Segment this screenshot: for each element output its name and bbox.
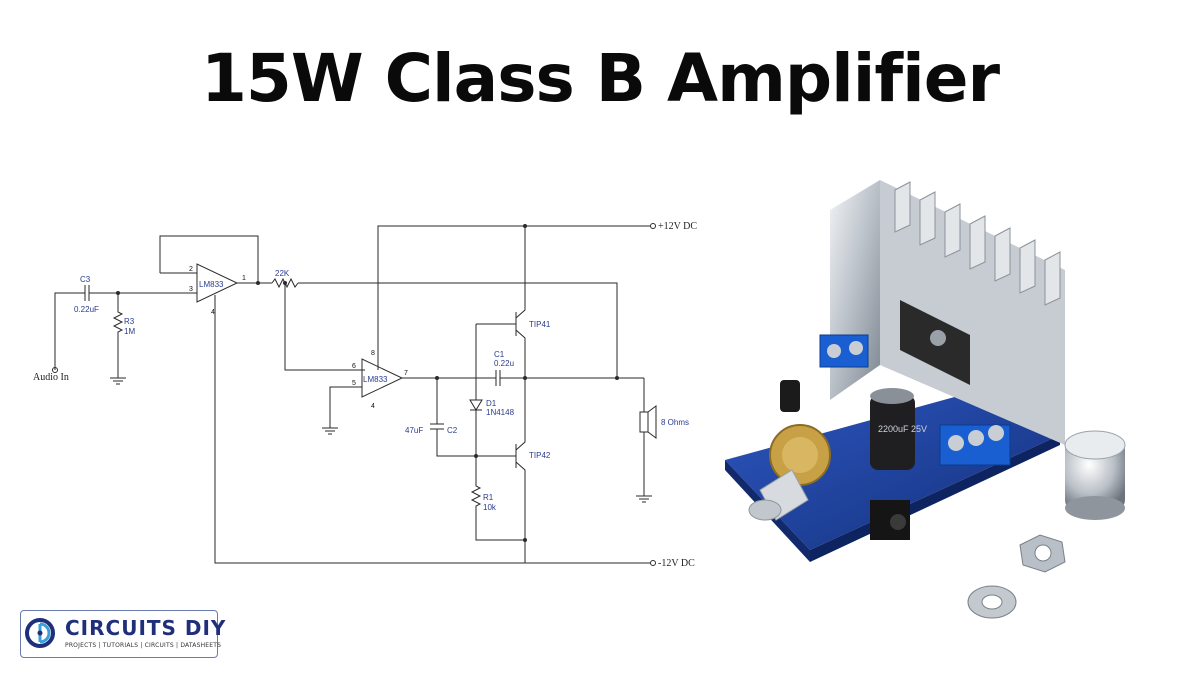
transistor-tip42-symbol [515,378,526,563]
positive-terminal [650,223,656,229]
washer-icon [967,585,1017,619]
q1-label: TIP41 [529,320,551,329]
pin-label: 7 [404,370,408,377]
c3-name: C3 [80,275,91,284]
capacitor-c2-symbol [430,378,476,457]
ground-symbol-1 [110,377,126,385]
negative-rail-label: -12V DC [658,558,695,569]
resistor-r3-symbol [112,293,124,378]
pin-label: 1 [242,275,246,282]
circuits-diy-logo[interactable]: CIRCUITS DIY PROJECTS | TUTORIALS | CIRC… [20,610,225,658]
ground-symbol-3 [636,495,652,503]
q2-label: TIP42 [529,451,551,460]
c3-value: 0.22uF [74,305,99,314]
pin-label: 5 [352,380,356,387]
potentiometer-icon [748,424,831,521]
circuits-diy-logo-icon [25,618,55,648]
nut-icon [1019,534,1066,573]
c2-value: 47uF [405,426,423,435]
r1-name: R1 [483,493,494,502]
opamp-2-label: LM833 [363,375,388,384]
terminal-block-input [819,334,869,368]
pin-label: 4 [371,403,375,410]
ground-symbol-2 [322,427,338,435]
positive-rail-wire [377,225,650,370]
c1-value: 0.22u [494,359,514,368]
d1-value: 1N4148 [486,408,515,417]
c2-name: C2 [447,426,458,435]
negative-terminal [650,560,656,566]
d1-name: D1 [486,399,497,408]
amplifier-schematic: LM833 LM833 2 3 1 4 8 6 5 7 4 C3 0.22uF … [33,221,697,569]
resistor-r1-symbol [470,456,525,541]
capacitor-c3-symbol [84,285,90,301]
terminal-block-output [939,424,1011,466]
audio-in-terminal [52,367,58,373]
electrolytic-capacitor: 2200uF 25V [870,388,927,470]
knob-icon [1064,430,1126,520]
r-feedback-label: 22K [275,269,290,278]
diode-d1-symbol [469,399,483,411]
pin-label: 6 [352,363,356,370]
speaker-symbol [639,411,649,433]
logo-name: CIRCUITS DIY [65,616,227,640]
positive-rail-label: +12V DC [658,221,697,232]
opamp-1-label: LM833 [199,280,224,289]
r3-value: 1M [124,327,135,336]
transistor-tip41-symbol [515,305,526,378]
c1-name: C1 [494,350,505,359]
amplifier-board-photo: 2200uF 25V [725,180,1126,619]
opamp-2-symbol [361,358,404,398]
input-wire [54,292,85,370]
pin-label: 3 [189,286,193,293]
audio-in-label: Audio In [33,372,69,383]
pin-label: 8 [371,350,375,357]
speaker-label: 8 Ohms [661,418,689,427]
capacitor-text: 2200uF 25V [878,424,927,434]
opamp-1-feedback-wire [159,235,272,284]
opamp-1-symbol [196,263,239,303]
logo-tagline: PROJECTS | TUTORIALS | CIRCUITS | DATASH… [65,642,222,649]
pin-label: 4 [211,309,215,316]
negative-rail-wire [214,295,650,564]
capacitor-c1-symbol [495,370,501,386]
r3-name: R3 [124,317,135,326]
small-capacitor [780,380,800,412]
r1-value: 10k [483,503,497,512]
page-title: 15W Class B Amplifier [200,40,1000,117]
pin-label: 2 [189,266,193,273]
